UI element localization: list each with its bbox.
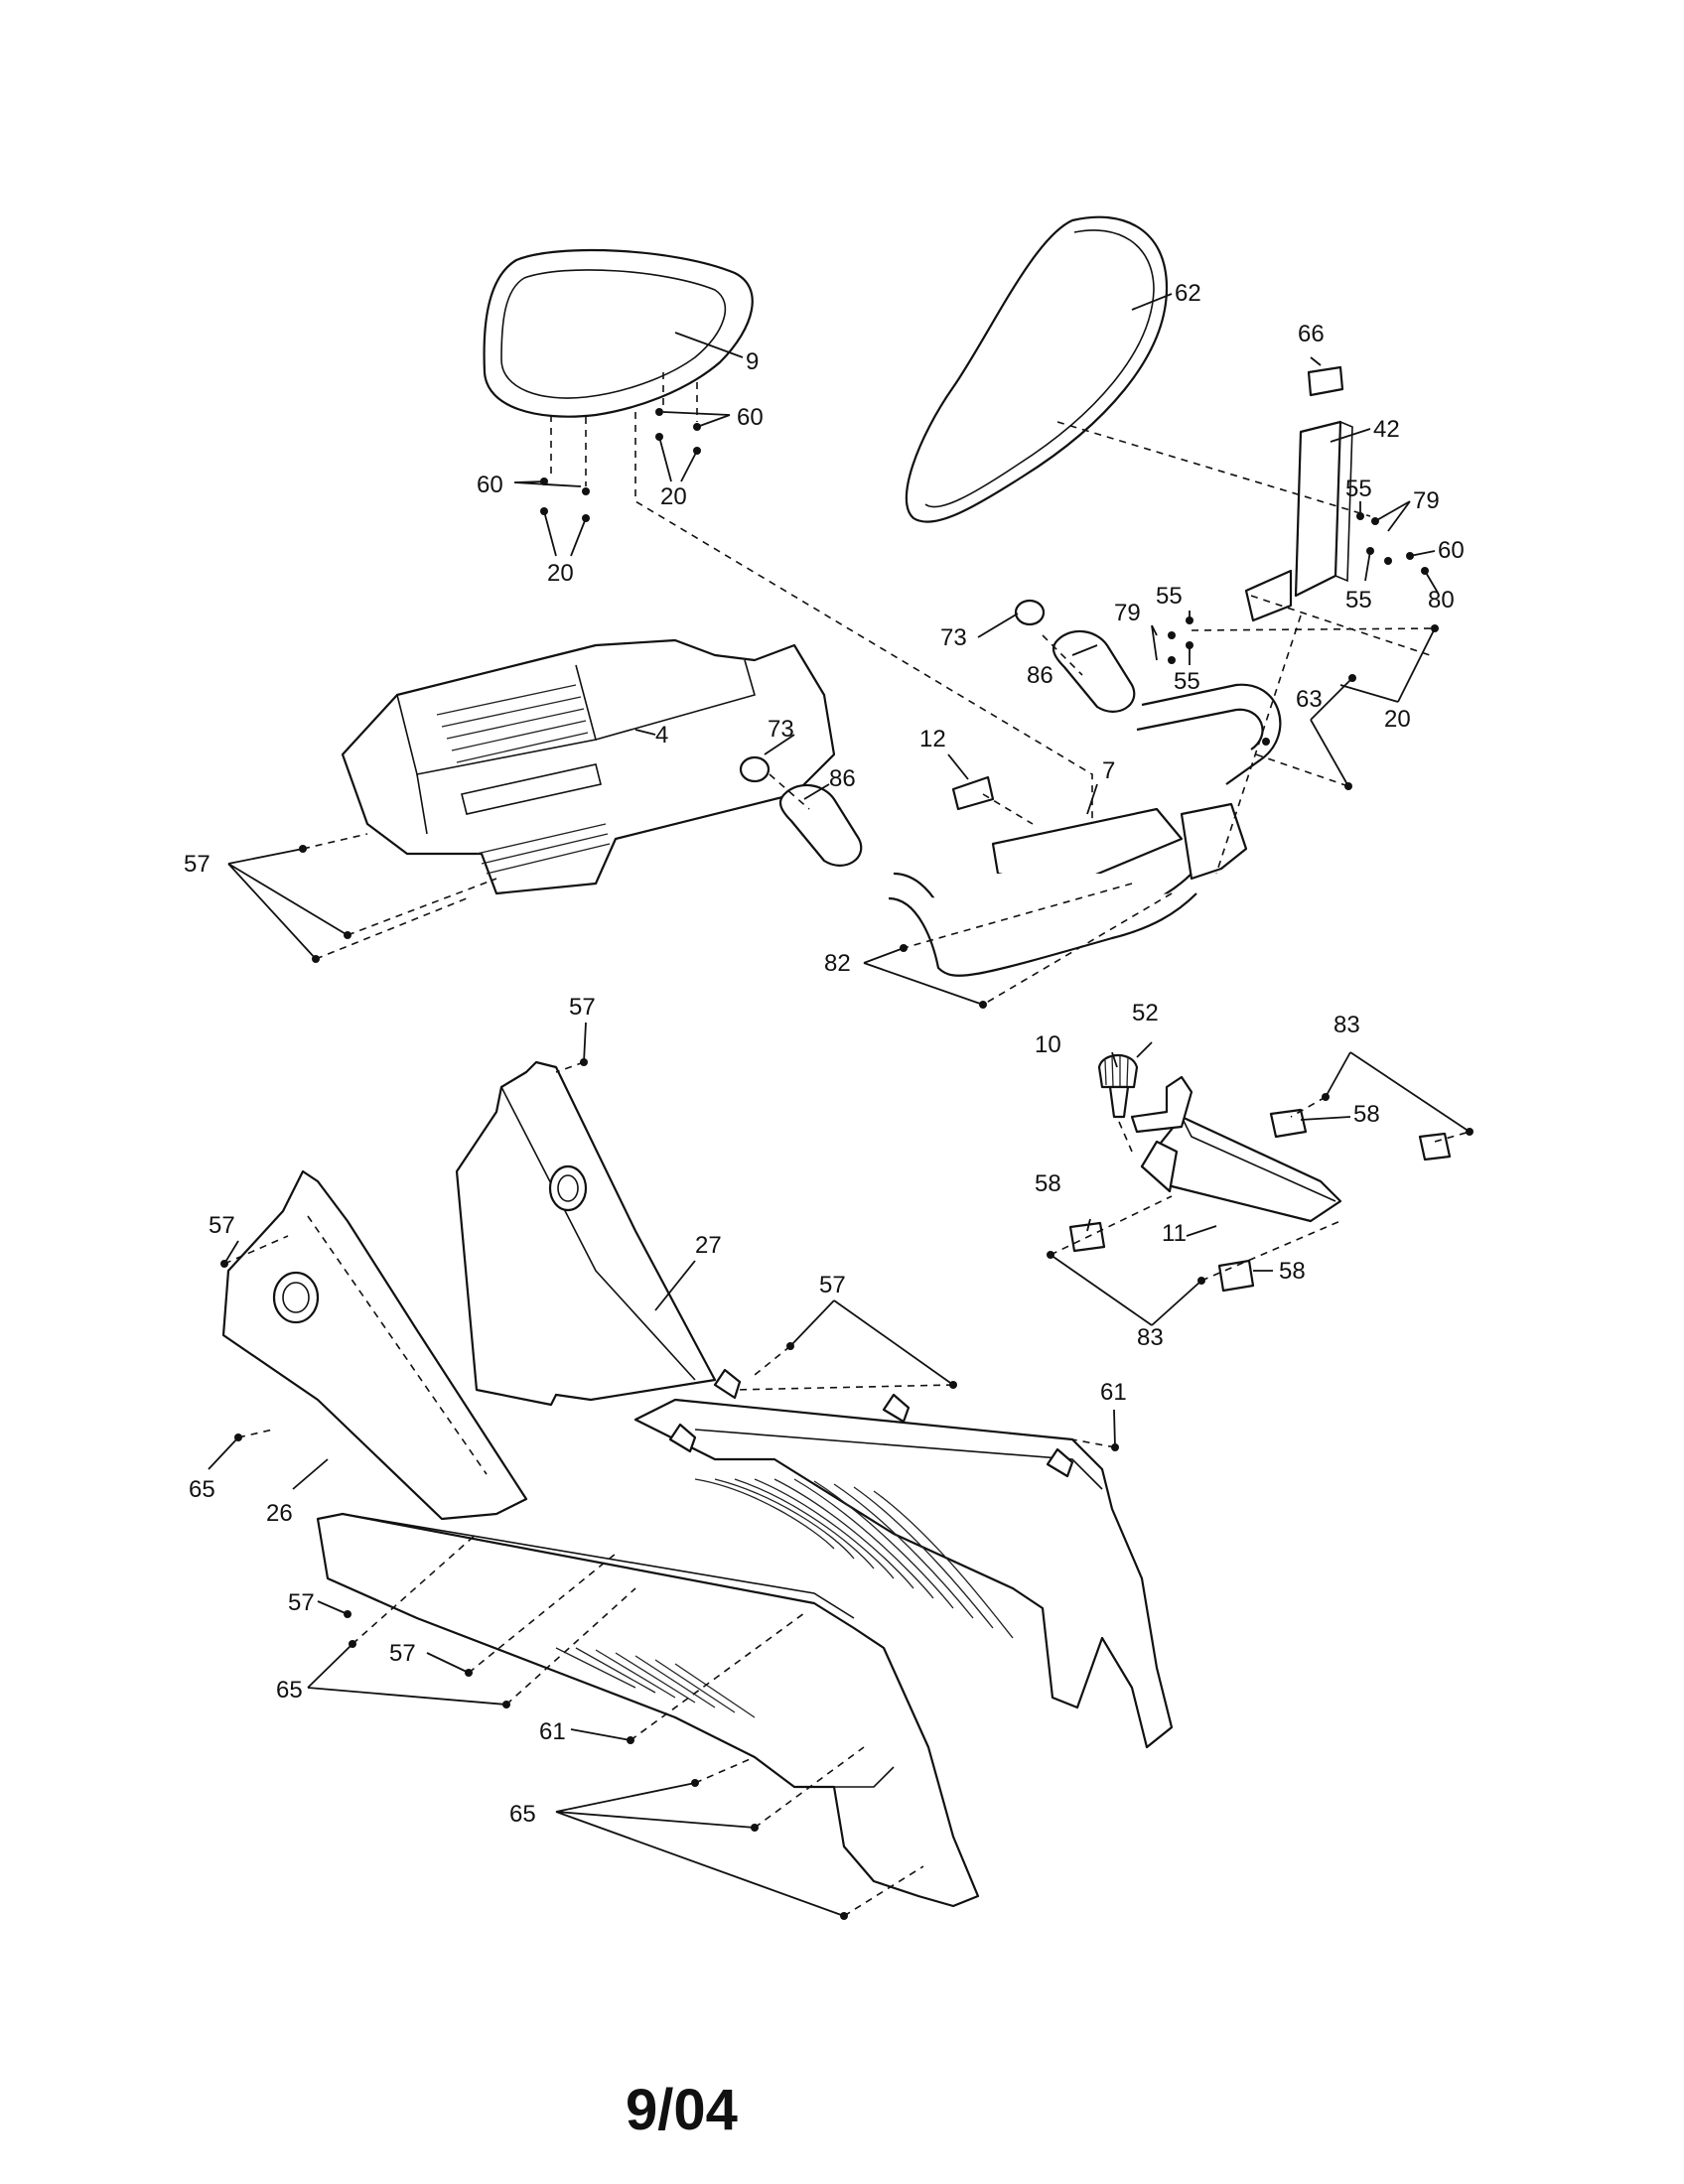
callout-20: 20	[547, 560, 574, 587]
callout-58: 58	[1279, 1258, 1306, 1285]
callout-80: 80	[1428, 587, 1455, 614]
callout-62: 62	[1175, 280, 1201, 307]
callout-63: 63	[1296, 686, 1323, 713]
shroud-vent-grille	[694, 1478, 1014, 1639]
callout-leaders	[208, 293, 1471, 1917]
callout-57: 57	[209, 1212, 235, 1239]
callout-61: 61	[1100, 1379, 1127, 1406]
callout-10: 10	[1035, 1031, 1061, 1058]
callout-82: 82	[824, 950, 851, 977]
callout-79: 79	[1413, 487, 1440, 514]
callout-9: 9	[746, 348, 759, 375]
callout-60: 60	[1438, 537, 1465, 564]
callout-57: 57	[389, 1640, 416, 1667]
callout-73: 73	[768, 716, 794, 743]
callout-73: 73	[940, 624, 967, 651]
callout-12: 12	[919, 726, 946, 752]
callout-58: 58	[1035, 1170, 1061, 1197]
adjustment-bracket-part	[1130, 1075, 1193, 1134]
callout-7: 7	[1102, 757, 1115, 784]
console-lower-grille	[476, 823, 611, 875]
right-shroud-part	[221, 1169, 980, 1908]
callout-labels: 62 9 60 60 20 20 66 42 55 79 60 55 80 55…	[184, 280, 1465, 1828]
callout-42: 42	[1373, 416, 1400, 443]
callout-4: 4	[655, 722, 668, 749]
console-part	[341, 638, 836, 895]
callout-57: 57	[819, 1272, 846, 1298]
callout-55: 55	[1345, 587, 1372, 614]
callout-57: 57	[569, 994, 596, 1021]
seat-part	[483, 248, 754, 418]
callout-57: 57	[288, 1589, 315, 1616]
callout-20: 20	[1384, 706, 1411, 733]
end-cap-part-lower	[739, 755, 771, 783]
backrest-post-part	[1244, 420, 1353, 622]
callout-58: 58	[1353, 1101, 1380, 1128]
adjustment-knob-part	[1097, 1053, 1139, 1119]
grip-part-upper	[1052, 629, 1136, 713]
post-cap-part	[1307, 365, 1344, 397]
callout-86: 86	[1027, 662, 1053, 689]
seat-carriage-part	[1140, 1115, 1342, 1223]
foot-part-a	[1269, 1108, 1308, 1139]
bumper-part	[951, 775, 995, 811]
seat-frame-part	[888, 683, 1282, 977]
callout-57: 57	[184, 851, 210, 878]
foot-part-d	[1217, 1259, 1255, 1293]
callout-55: 55	[1174, 668, 1200, 695]
callout-83: 83	[1137, 1324, 1164, 1351]
foot-part-b	[1418, 1132, 1452, 1161]
callout-65: 65	[509, 1801, 536, 1828]
callout-26: 26	[266, 1500, 293, 1527]
date-code: 9/04	[626, 2078, 738, 2142]
callout-52: 52	[1132, 1000, 1159, 1026]
callout-61: 61	[539, 1718, 566, 1745]
callout-27: 27	[695, 1232, 722, 1259]
callout-55: 55	[1345, 476, 1372, 502]
backrest-part	[905, 215, 1169, 523]
callout-60: 60	[737, 404, 764, 431]
assembly-dashed-lines	[223, 372, 1471, 1917]
end-cap-part-upper	[1014, 599, 1046, 626]
callout-20: 20	[660, 483, 687, 510]
callout-83: 83	[1333, 1012, 1360, 1038]
grip-part-lower	[778, 783, 863, 867]
callout-11: 11	[1162, 1220, 1187, 1247]
console-speaker-grille	[436, 684, 589, 763]
left-shroud-part	[455, 1060, 1174, 1749]
callout-65: 65	[276, 1677, 303, 1704]
callout-79: 79	[1114, 600, 1141, 626]
callout-60: 60	[477, 472, 503, 498]
callout-65: 65	[189, 1476, 215, 1503]
callout-55: 55	[1156, 583, 1183, 610]
callout-66: 66	[1298, 321, 1325, 347]
callout-86: 86	[829, 765, 856, 792]
